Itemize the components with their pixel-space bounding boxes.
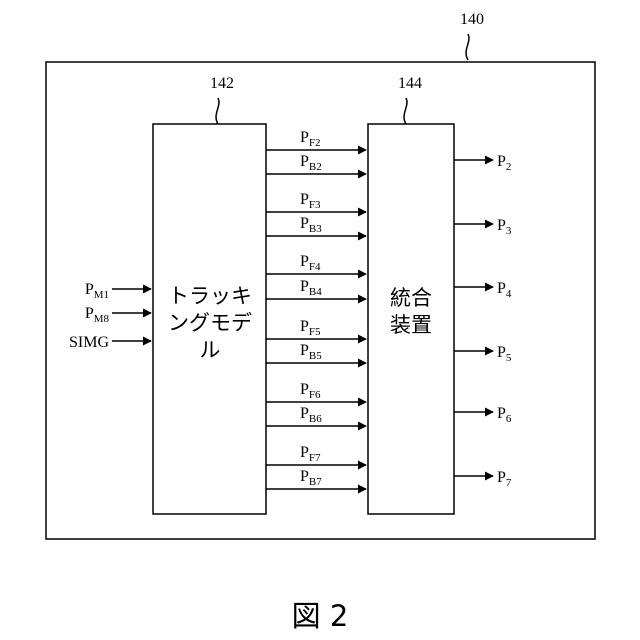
outer-frame-leader — [466, 34, 469, 60]
figure-caption: 図 2 — [292, 599, 349, 633]
tracking-model-label-line2: ングモデ — [168, 311, 252, 335]
outer-frame — [46, 62, 595, 539]
input-label-simg: SIMG — [69, 334, 109, 351]
integration-device-label-line1: 統合 — [390, 286, 432, 310]
integration-device-label-line2: 装置 — [390, 313, 432, 337]
tracking-model-ref: 142 — [210, 75, 234, 92]
integration-device-ref: 144 — [398, 75, 422, 92]
tracking-model-label-line1: トラッキ — [168, 284, 252, 308]
tracking-model-label-line3: ル — [200, 338, 221, 362]
outer-frame-ref: 140 — [460, 11, 484, 28]
